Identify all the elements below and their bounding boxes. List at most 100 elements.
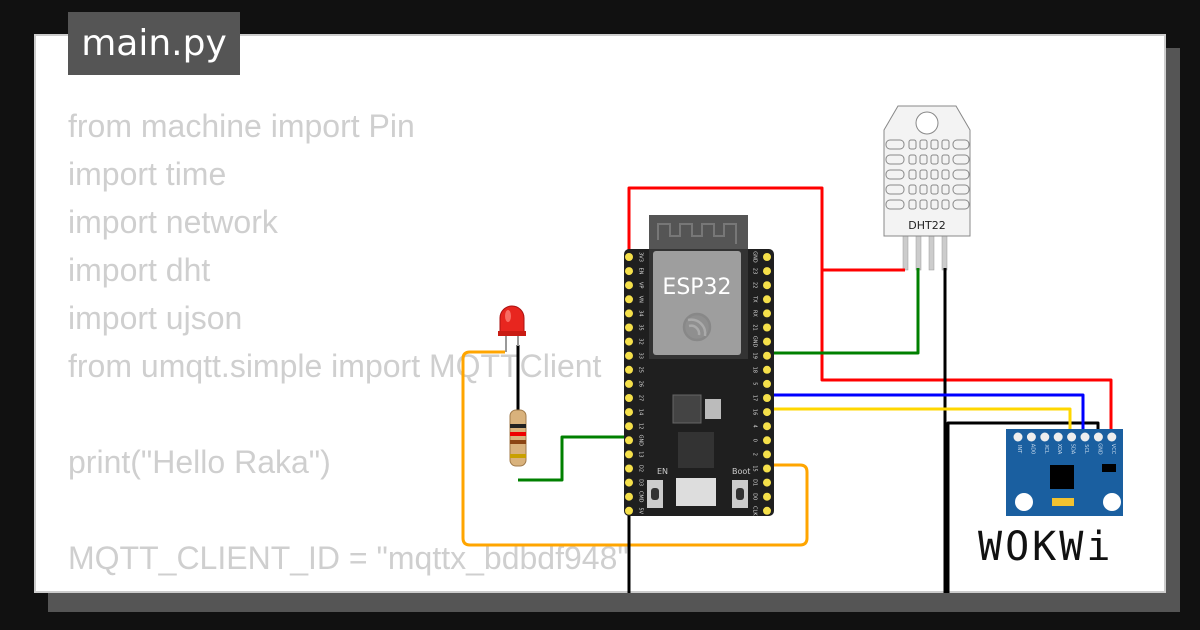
esp32-pin[interactable] bbox=[763, 464, 771, 473]
esp32-pin[interactable] bbox=[625, 436, 633, 445]
file-tab: main.py bbox=[68, 12, 240, 75]
esp32-pin-label: EN bbox=[638, 268, 644, 275]
esp32-pin[interactable] bbox=[625, 337, 633, 346]
esp32-pin[interactable] bbox=[625, 492, 633, 501]
esp32-pin[interactable] bbox=[763, 253, 771, 261]
esp32-pin[interactable] bbox=[625, 379, 633, 388]
resistor[interactable] bbox=[509, 409, 527, 467]
esp32-pin[interactable] bbox=[763, 506, 771, 515]
mpu-pin[interactable] bbox=[1067, 432, 1077, 442]
esp32-pin[interactable] bbox=[625, 506, 633, 515]
code-line: from machine import Pin bbox=[68, 108, 415, 144]
esp32-pin-label: 5V bbox=[638, 507, 644, 514]
esp32-pin[interactable] bbox=[625, 351, 633, 360]
esp32-pin-label: 18 bbox=[752, 367, 758, 373]
esp32-pin[interactable] bbox=[763, 351, 771, 360]
esp32-pin-label: D3 bbox=[638, 479, 644, 486]
esp32-pin[interactable] bbox=[625, 408, 633, 417]
code-line: from umqtt.simple import MQTTClient bbox=[68, 348, 602, 384]
esp32-pin[interactable] bbox=[625, 478, 633, 487]
wire-blue-scl bbox=[767, 393, 1085, 437]
esp32-pin-label: D0 bbox=[752, 493, 758, 500]
red-led[interactable] bbox=[498, 305, 526, 352]
mpu-pin[interactable] bbox=[1053, 432, 1063, 442]
esp32-pin[interactable] bbox=[763, 394, 771, 402]
esp32-pin-label: TX bbox=[752, 295, 758, 303]
esp32-pin[interactable] bbox=[763, 267, 771, 276]
esp32-label: ESP32 bbox=[662, 275, 731, 300]
esp32-pin[interactable] bbox=[625, 394, 633, 402]
esp32-pin-label: D1 bbox=[752, 479, 758, 486]
mpu-pin[interactable] bbox=[1093, 432, 1103, 442]
esp32-pin[interactable] bbox=[763, 450, 771, 459]
code-line: import network bbox=[68, 204, 278, 240]
esp32-pin[interactable] bbox=[763, 365, 771, 374]
esp32-pin-label: 26 bbox=[638, 381, 644, 387]
esp32-pin[interactable] bbox=[763, 295, 771, 304]
esp32-pin-label: RX bbox=[752, 310, 758, 317]
dht22-label: DHT22 bbox=[908, 219, 945, 232]
code-line: import time bbox=[68, 156, 227, 192]
esp32-pin-label: 12 bbox=[638, 423, 644, 429]
mpu-pin-label: XCL bbox=[1043, 444, 1049, 454]
esp32-pin[interactable] bbox=[625, 365, 633, 374]
esp32-pin[interactable] bbox=[763, 323, 771, 332]
esp32-pin-label: CMD bbox=[638, 491, 644, 503]
esp32-pin-label: 15 bbox=[752, 465, 758, 471]
esp32-pin[interactable] bbox=[625, 281, 633, 290]
esp32-pin[interactable] bbox=[625, 422, 633, 431]
esp32-pin[interactable] bbox=[763, 492, 771, 501]
esp32-pin-label: 22 bbox=[752, 282, 758, 288]
esp32-pin-label: 32 bbox=[638, 338, 644, 344]
mpu-pin[interactable] bbox=[1040, 432, 1050, 442]
wire-yellow-sda bbox=[767, 407, 1072, 437]
mpu-pin[interactable] bbox=[1107, 432, 1117, 442]
mpu-pin[interactable] bbox=[1013, 432, 1023, 442]
code-line: import dht bbox=[68, 252, 211, 288]
esp32-pin-label: 14 bbox=[638, 409, 644, 415]
esp32-pin-label: VP bbox=[638, 282, 644, 288]
esp32-pin[interactable] bbox=[763, 422, 771, 431]
wire-orange-led bbox=[461, 350, 809, 547]
svg-text:WOKWi: WOKWi bbox=[978, 524, 1113, 570]
esp32-pin-label: 3V3 bbox=[638, 252, 644, 262]
esp32-pin[interactable] bbox=[763, 281, 771, 290]
mpu-pin-label: XDA bbox=[1056, 444, 1062, 455]
mpu-pin-label: INT bbox=[1016, 445, 1022, 454]
esp32-pin-label: 17 bbox=[752, 395, 758, 401]
esp32-pin[interactable] bbox=[625, 253, 633, 261]
esp32-pin[interactable] bbox=[763, 478, 771, 487]
wire-green-resistor bbox=[518, 435, 629, 482]
esp32-pin[interactable] bbox=[763, 379, 771, 388]
esp32-pin[interactable] bbox=[625, 464, 633, 473]
esp32-pin[interactable] bbox=[763, 309, 771, 318]
mpu-pin[interactable] bbox=[1026, 432, 1036, 442]
esp32-pin-label: GND bbox=[752, 251, 758, 263]
esp32-pin-label: VN bbox=[638, 296, 644, 303]
code-line: MQTT_BROKER = "broker.mqttdashboard.com" bbox=[68, 582, 778, 591]
esp32-pin-label: 2 bbox=[752, 453, 758, 456]
mpu-pin[interactable] bbox=[1080, 432, 1090, 442]
en-label: EN bbox=[657, 467, 668, 476]
esp32-pin[interactable] bbox=[625, 295, 633, 304]
esp32-pin[interactable] bbox=[763, 436, 771, 445]
esp32-pin[interactable] bbox=[625, 450, 633, 459]
esp32-pin[interactable] bbox=[625, 309, 633, 318]
project-card: from machine import Pin import time import… bbox=[34, 34, 1166, 593]
esp32-pin[interactable] bbox=[625, 323, 633, 332]
mpu-pin-label: VCC bbox=[1110, 444, 1116, 455]
esp32-pin-label: 19 bbox=[752, 353, 758, 359]
dht22-sensor[interactable]: DHT22 bbox=[883, 105, 971, 271]
esp32-pin-label: 25 bbox=[638, 367, 644, 373]
esp32-pin-label: D2 bbox=[638, 465, 644, 472]
wokwi-logo: WOKWi bbox=[978, 522, 1150, 574]
wire-red-mpu-vcc bbox=[820, 270, 1113, 437]
esp32-pin[interactable] bbox=[763, 408, 771, 417]
mpu-pin-label: SDA bbox=[1070, 444, 1076, 455]
esp32-pin[interactable] bbox=[625, 267, 633, 276]
esp32-board[interactable]: ESP32 EN Boot 3V3ENVPVN34353233252627141… bbox=[624, 215, 774, 516]
esp32-pin[interactable] bbox=[763, 337, 771, 346]
espressif-logo-icon bbox=[682, 312, 712, 342]
